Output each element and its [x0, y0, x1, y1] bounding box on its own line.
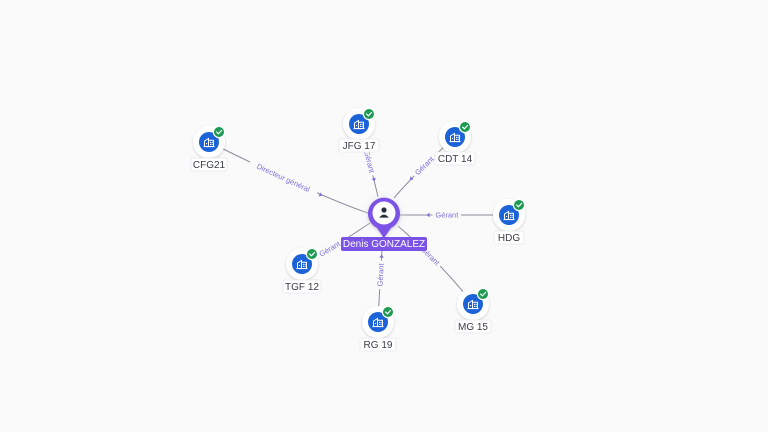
- edge-arrow-icon: [409, 176, 414, 181]
- edge-arrow-icon: [426, 212, 430, 218]
- nodes-layer: CFG21 JFG 17 CDT 14 HDG MG 15 RG 19 TGF 12: [190, 107, 526, 352]
- edge-label-group: Gérant: [426, 210, 462, 220]
- company-node-mg15[interactable]: MG 15: [454, 287, 492, 334]
- company-building-icon: [372, 317, 384, 328]
- company-label-box: [338, 138, 380, 153]
- company-name-label: HDG: [498, 233, 520, 244]
- company-node-jfg17[interactable]: JFG 17: [338, 107, 380, 153]
- company-name-label: MG 15: [458, 322, 488, 333]
- company-node-hdg[interactable]: HDG: [493, 198, 526, 245]
- verified-check-icon: [512, 198, 526, 212]
- edge-label-group: Directeur général: [248, 157, 323, 197]
- person-node[interactable]: Denis GONZALEZ: [341, 190, 427, 251]
- company-label-box: [190, 157, 228, 172]
- person-pin-inner: [372, 201, 396, 225]
- verified-check-icon: [362, 107, 376, 121]
- verified-check-icon: [458, 120, 472, 134]
- edge-role-label: Gérant: [375, 262, 385, 286]
- edge-label-bg: [410, 152, 438, 179]
- edge-label-bg: [374, 260, 386, 290]
- edge-label-bg: [248, 157, 319, 197]
- edge-label-bg: [432, 210, 462, 219]
- company-building-icon: [467, 299, 479, 310]
- verified-check-icon: [212, 125, 226, 139]
- company-building-icon: [449, 132, 461, 143]
- edge-arrow-icon: [371, 177, 376, 182]
- person-name-label: Denis GONZALEZ: [343, 239, 425, 250]
- company-name-label: JFG 17: [343, 141, 376, 152]
- company-building-icon: [503, 210, 515, 221]
- verified-check-icon: [305, 247, 319, 261]
- company-label-box: [359, 337, 397, 352]
- company-label-box: [282, 279, 322, 294]
- edge-label-bg: [314, 237, 344, 260]
- person-icon: [379, 207, 389, 218]
- person-name-badge: [341, 237, 427, 251]
- edge-label-group: Gérant: [409, 152, 438, 181]
- company-building-icon: [296, 259, 308, 270]
- edge-role-label: Directeur général: [255, 162, 311, 194]
- company-name-label: CDT 14: [438, 154, 473, 165]
- company-node-cfg21[interactable]: CFG21: [190, 125, 228, 172]
- company-label-box: [493, 230, 525, 245]
- edge-arrow-icon: [379, 254, 384, 258]
- edge-label-group: Gérant: [374, 254, 386, 290]
- company-name-label: RG 19: [364, 340, 393, 351]
- company-node-tgf12[interactable]: TGF 12: [282, 247, 322, 294]
- company-building-icon: [353, 119, 365, 130]
- company-label-box: [454, 319, 492, 334]
- edge-hdg: Gérant: [400, 210, 509, 220]
- edge-arrow-icon: [318, 192, 323, 197]
- company-name-label: CFG21: [193, 160, 226, 171]
- verified-check-icon: [381, 305, 395, 319]
- edge-label-bg: [361, 146, 378, 177]
- company-name-label: TGF 12: [285, 282, 319, 293]
- edge-cfg21: Directeur général: [208, 141, 369, 214]
- edge-role-label: Gérant: [362, 149, 377, 174]
- company-node-rg19[interactable]: RG 19: [359, 305, 397, 352]
- company-building-icon: [203, 137, 215, 148]
- company-node-cdt14[interactable]: CDT 14: [434, 120, 476, 166]
- edge-role-label: Gérant: [435, 211, 459, 220]
- verified-check-icon: [476, 287, 490, 301]
- company-label-box: [434, 151, 476, 166]
